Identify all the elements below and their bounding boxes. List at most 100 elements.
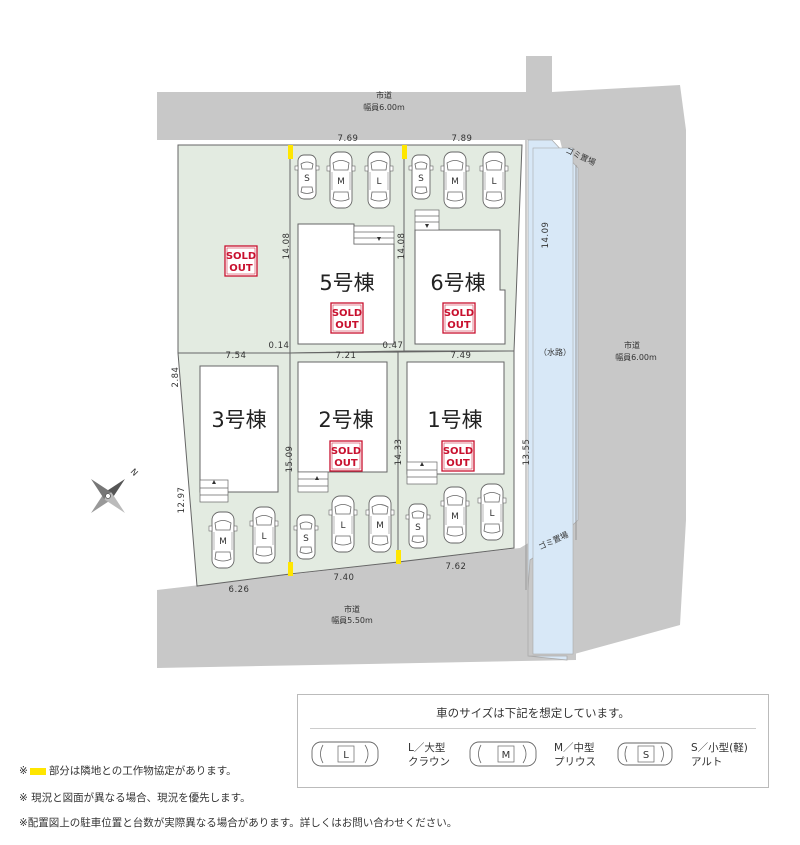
svg-text:M: M: [376, 521, 384, 531]
car-small: S: [294, 154, 320, 200]
car-large: L: [479, 151, 509, 209]
building-1-label: 1号棟: [427, 408, 482, 432]
svg-text:0.14: 0.14: [269, 341, 290, 351]
note-agreement-text: 部分は隣地との工作物協定があります。: [48, 765, 237, 777]
sold-line-2: OUT: [334, 458, 358, 469]
building-5-label: 5号棟: [319, 271, 374, 295]
dimension-labels: 7.69 7.89 14.09 14.08 14.08 7.54 0.14 7.…: [171, 134, 551, 595]
agreement-marker: [288, 562, 293, 576]
building-2-label: 2号棟: [318, 408, 373, 432]
road-north: [157, 56, 686, 190]
svg-text:13.55: 13.55: [522, 439, 532, 466]
svg-text:L: L: [376, 177, 381, 187]
north-compass: N: [91, 467, 140, 513]
building-3-label: 3号棟: [211, 408, 266, 432]
car-medium: M: [365, 495, 395, 553]
svg-text:14.09: 14.09: [541, 222, 551, 249]
legend-car-large: L: [311, 741, 379, 767]
car-medium: M: [440, 486, 470, 544]
svg-text:14.33: 14.33: [394, 439, 404, 466]
legend-medium-model: プリウス: [554, 756, 596, 768]
svg-text:12.97: 12.97: [177, 487, 187, 514]
car-size-legend: 車のサイズは下記を想定しています。 L L／大型 クラウン M M／中型 プリウ…: [297, 694, 769, 788]
sold-line-1: SOLD: [331, 446, 361, 457]
sold-line-2: OUT: [447, 320, 471, 331]
svg-text:L: L: [261, 532, 266, 542]
svg-text:0.47: 0.47: [383, 341, 404, 351]
building-6-footprint: [414, 229, 506, 345]
compass-icon: [91, 479, 125, 513]
waterway-channel: [532, 147, 574, 655]
svg-text:L: L: [489, 509, 494, 519]
svg-text:M: M: [219, 537, 227, 547]
legend-large-type: L／大型: [408, 742, 446, 754]
agreement-marker: [402, 145, 407, 159]
sold-line-2: OUT: [335, 320, 359, 331]
svg-text:N: N: [128, 467, 140, 479]
svg-text:14.08: 14.08: [282, 233, 292, 260]
agreement-marker: [396, 550, 401, 564]
legend-small-type: S／小型(軽): [691, 742, 748, 754]
sold-line-2: OUT: [229, 263, 253, 274]
svg-text:M: M: [451, 512, 459, 522]
building-3-footprint: [199, 365, 279, 493]
road-south-name: 市道: [344, 604, 360, 614]
note-mark: ※: [19, 765, 28, 777]
svg-text:M: M: [502, 750, 511, 761]
svg-text:L: L: [343, 750, 349, 761]
legend-medium-text: M／中型 プリウス: [554, 741, 596, 769]
svg-text:15.09: 15.09: [285, 446, 295, 473]
car-medium: M: [208, 511, 238, 569]
road-south-width: 幅員5.50m: [331, 615, 373, 625]
svg-text:L: L: [340, 521, 345, 531]
svg-text:S: S: [303, 534, 309, 544]
legend-large-model: クラウン: [408, 756, 450, 768]
svg-text:7.89: 7.89: [452, 134, 473, 144]
car-small: S: [293, 514, 319, 560]
car-large: L: [249, 506, 279, 564]
note-current-condition: ※ 現況と図面が異なる場合、現況を優先します。: [19, 792, 251, 804]
road-east-width: 幅員6.00m: [615, 352, 657, 362]
car-small: S: [408, 154, 434, 200]
road-north-name: 市道: [376, 90, 392, 100]
car-large: L: [477, 483, 507, 541]
sold-line-1: SOLD: [332, 308, 362, 319]
legend-large-text: L／大型 クラウン: [408, 741, 450, 769]
road-south: [157, 520, 576, 668]
parking-cars: S M L S M L M L S L M S M L: [208, 151, 509, 569]
building-6-label: 6号棟: [430, 271, 485, 295]
car-medium: M: [326, 151, 356, 209]
agreement-swatch: [29, 767, 46, 775]
svg-text:L: L: [491, 177, 496, 187]
car-small: S: [405, 503, 431, 549]
sold-line-1: SOLD: [444, 308, 474, 319]
road-east: [567, 130, 686, 656]
car-large: L: [364, 151, 394, 209]
sold-line-1: SOLD: [226, 251, 256, 262]
car-large: L: [328, 495, 358, 553]
entrance-steps: [199, 209, 440, 503]
agreement-marker: [288, 145, 293, 159]
svg-text:M: M: [451, 177, 459, 187]
legend-car-small: S: [617, 742, 673, 766]
svg-text:S: S: [415, 523, 421, 533]
svg-text:7.49: 7.49: [451, 351, 472, 361]
legend-small-text: S／小型(軽) アルト: [691, 741, 748, 769]
legend-title: 車のサイズは下記を想定しています。: [436, 706, 630, 720]
waterway-label: （水路）: [539, 347, 571, 357]
legend-small-model: アルト: [691, 756, 723, 768]
legend-car-medium: M: [469, 741, 537, 767]
road-east-name: 市道: [624, 340, 640, 350]
svg-text:7.40: 7.40: [334, 573, 355, 583]
svg-text:7.62: 7.62: [446, 562, 467, 572]
